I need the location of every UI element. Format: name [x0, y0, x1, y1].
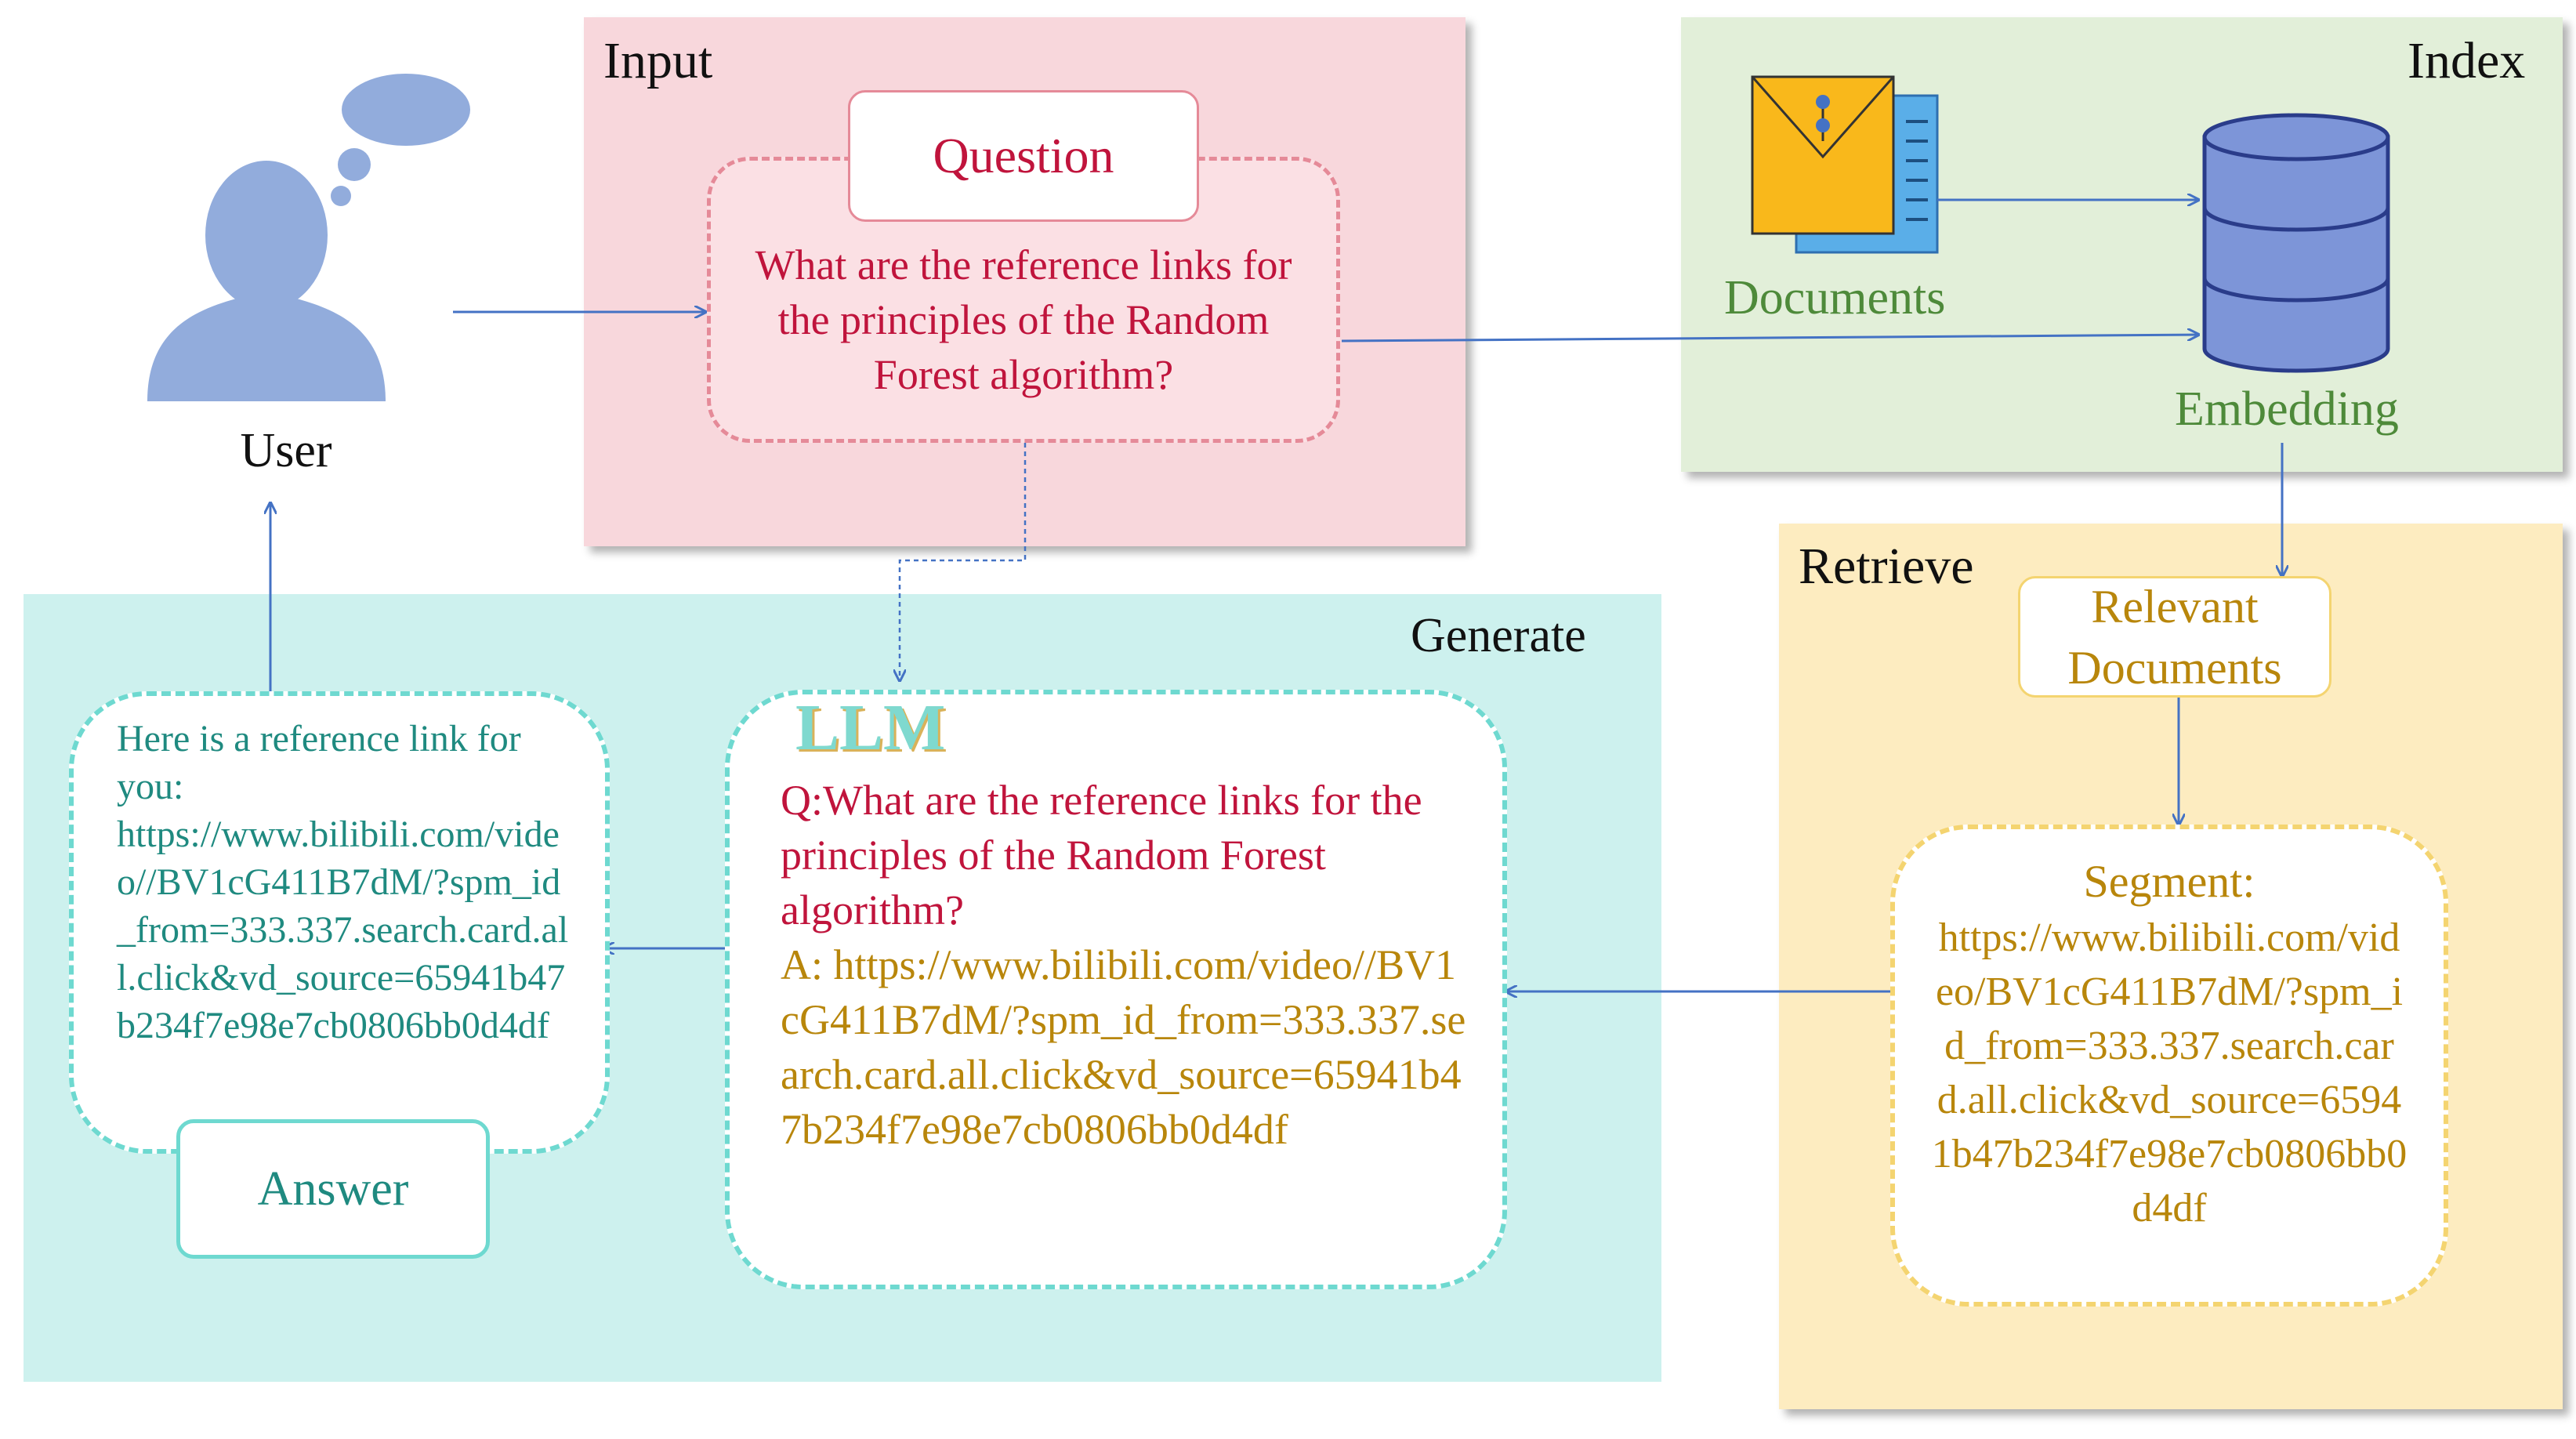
answer-label-box: Answer [176, 1119, 490, 1259]
thought-bubble-icon [331, 74, 470, 206]
answer-box: Here is a reference link for you: https:… [69, 691, 610, 1154]
input-title: Input [603, 32, 713, 89]
database-icon [2202, 113, 2390, 373]
llm-label: LLM [795, 691, 946, 764]
retrieve-title: Retrieve [1799, 538, 1974, 595]
arrow-question-to-llm [900, 443, 1027, 680]
segment-box: Segment: https://www.bilibili.com/video/… [1890, 825, 2448, 1307]
document-envelope-icon [1751, 75, 1939, 254]
answer-label: Answer [257, 1162, 409, 1216]
llm-box: Q:What are the reference links for the p… [725, 690, 1507, 1289]
llm-answer: A: https://www.bilibili.com/video//BV1cG… [781, 941, 1466, 1153]
relevant-documents-label: Relevant Documents [2067, 580, 2282, 694]
segment-text: https://www.bilibili.com/video/BV1cG411B… [1931, 915, 2408, 1231]
documents-label: Documents [1724, 271, 1946, 324]
answer-intro: Here is a reference link for you: [117, 718, 521, 807]
question-label: Question [933, 128, 1114, 183]
llm-question: Q:What are the reference links for the p… [781, 777, 1422, 933]
arrow-question-to-embedding [1341, 335, 2198, 343]
generate-title: Generate [1411, 609, 1586, 662]
question-label-box: Question [848, 90, 1199, 222]
user-icon [147, 161, 386, 401]
embedding-label: Embedding [2175, 382, 2399, 436]
relevant-documents-box: Relevant Documents [2018, 576, 2331, 698]
answer-link: https://www.bilibili.com/video//BV1cG411… [117, 814, 569, 1046]
question-text: What are the reference links for the pri… [755, 241, 1292, 398]
index-title: Index [2408, 32, 2526, 89]
user-label: User [240, 423, 332, 477]
segment-label: Segment: [2083, 856, 2255, 907]
